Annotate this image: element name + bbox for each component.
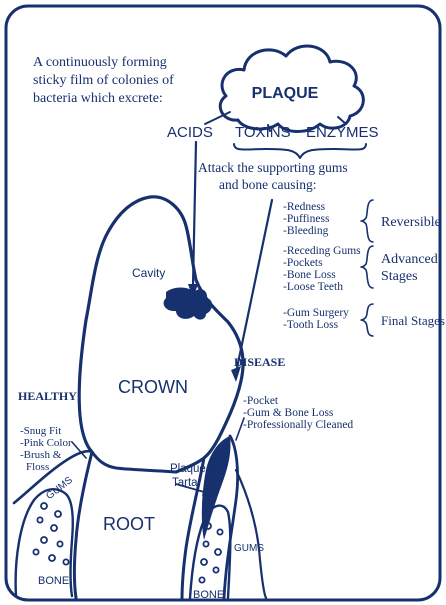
bone-left-label: BONE [38,575,69,587]
advanced-item-loose-teeth: -Loose Teeth [283,281,343,293]
gums-left-label: GUMS [44,475,75,502]
healthy-note-pink-color: -Pink Color [20,437,72,449]
bone-right-label: BONE [193,589,224,601]
healthy-note-floss: Floss [26,461,49,473]
enzymes-label: ENZYMES [306,124,379,141]
intro-line-1: A continuously forming [33,55,167,70]
intro-line-3: bacteria which excrete: [33,91,163,106]
final-item-tooth-loss: -Tooth Loss [283,319,339,331]
reversible-brace [361,200,373,242]
gums-right-label: GUMS [234,543,264,554]
disease-note-pocket: -Pocket [243,395,279,407]
advanced-brace [361,246,373,288]
cavity-blob [164,288,213,320]
toxins-enzymes-brace [234,144,366,158]
advanced-item-bone-loss: -Bone Loss [283,269,336,281]
reversible-stage-label: Reversible [381,215,441,230]
acids-label: ACIDS [167,124,213,141]
toxins-label: TOXINS [235,124,291,141]
tooth-crown-outline [79,197,243,472]
crown-label: CROWN [118,377,188,397]
reversible-item-bleeding: -Bleeding [283,225,329,237]
root-left-outline [75,452,93,598]
tooth-neck-left [92,452,176,472]
attack-arrow-line [237,200,272,368]
advanced-item-receding-gums: -Receding Gums [283,245,361,257]
reversible-item-puffiness: -Puffiness [283,213,330,225]
gums-right-lower [236,470,266,598]
plaque-label: PLAQUE [252,85,319,102]
final-brace [361,304,373,336]
cloud-to-enzymes-line [338,117,346,124]
attack-line-1: Attack the supporting gums [198,160,348,175]
advanced-stage-label-2: Stages [381,269,418,284]
disease-note-professionally-cleaned: -Professionally Cleaned [243,419,353,431]
final-stage-label: Final Stages [381,313,445,328]
root-label: ROOT [103,514,155,534]
healthy-note-snug-fit: -Snug Fit [20,425,61,437]
final-item-gum-surgery: -Gum Surgery [283,307,349,319]
cavity-label: Cavity [132,266,165,280]
healthy-label: HEALTHY [18,389,77,403]
advanced-stage-label-1: Advanced [381,252,438,267]
bone-left-pores [33,503,68,565]
disease-note-gum-bone-loss: -Gum & Bone Loss [243,407,334,419]
intro-line-2: sticky film of colonies of [33,73,174,88]
reversible-item-redness: -Redness [283,201,326,213]
attack-line-2: and bone causing: [219,177,316,192]
plaque-tartar-label-1: Plaque & [170,463,217,475]
advanced-item-pockets: -Pockets [283,257,323,269]
disease-label: DISEASE [234,355,285,369]
healthy-note-brush: -Brush & [20,449,62,461]
